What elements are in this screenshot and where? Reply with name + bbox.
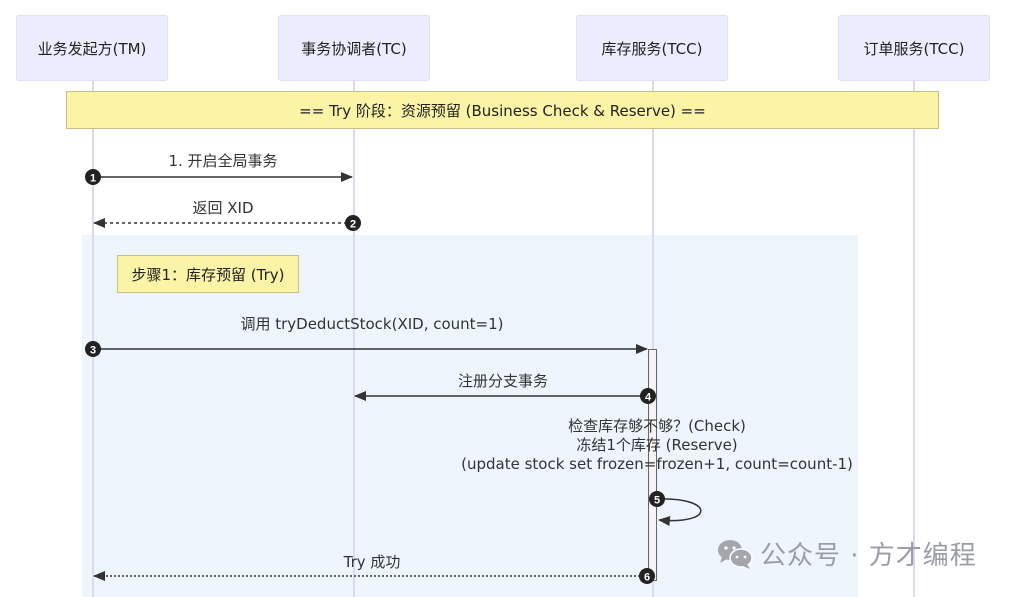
actor-stock[interactable]: 库存服务(TCC) — [576, 15, 728, 81]
svg-text:4: 4 — [645, 392, 652, 404]
actor-order[interactable]: 订单服务(TCC) — [838, 15, 990, 81]
message-label-6: Try 成功 — [343, 553, 401, 571]
actor-label: 库存服务(TCC) — [601, 39, 703, 58]
actor-tc[interactable]: 事务协调者(TC) — [278, 15, 430, 81]
message-label-5-line-1: 检查库存够不够？(Check) — [568, 417, 746, 435]
actor-label: 业务发起方(TM) — [37, 39, 147, 58]
message-label-5-line-2: 冻结1个库存 (Reserve) — [576, 436, 738, 454]
step-note-text: 步骤1：库存预留 (Try) — [131, 265, 285, 284]
message-label-2: 返回 XID — [192, 199, 254, 217]
highlight-rect — [82, 235, 858, 597]
watermark-text: 公众号 · 方才编程 — [760, 541, 977, 571]
phase-note-text: == Try 阶段：资源预留 (Business Check & Reserve… — [299, 101, 706, 120]
message-label-4: 注册分支事务 — [457, 372, 549, 390]
actor-label: 事务协调者(TC) — [301, 39, 407, 58]
lifeline-order — [913, 81, 915, 597]
actor-tm[interactable]: 业务发起方(TM) — [16, 15, 168, 81]
sequence-number-5: 5 — [649, 491, 665, 507]
watermark: 公众号 · 方才编程 — [716, 535, 977, 572]
step-note: 步骤1：库存预留 (Try) — [117, 255, 299, 293]
wechat-icon — [718, 539, 753, 569]
svg-text:3: 3 — [90, 345, 96, 357]
sequence-number-4: 4 — [640, 388, 656, 404]
svg-text:6: 6 — [644, 572, 650, 584]
message-arrow-5 — [656, 498, 702, 526]
actor-label: 订单服务(TCC) — [863, 39, 965, 58]
message-label-1: 1. 开启全局事务 — [168, 152, 278, 170]
message-label-3: 调用 tryDeductStock(XID, count=1) — [240, 315, 504, 333]
sequence-number-2: 2 — [345, 215, 361, 231]
lifeline-stock — [652, 81, 654, 597]
sequence-number-6: 6 — [639, 568, 655, 584]
message-label-5: 检查库存够不够？(Check) 冻结1个库存 (Reserve) (update… — [461, 417, 853, 474]
message-label-5-line-3: (update stock set frozen=frozen+1, count… — [461, 455, 853, 473]
svg-text:1: 1 — [90, 173, 96, 185]
svg-text:2: 2 — [350, 219, 356, 231]
sequence-number-3: 3 — [85, 341, 101, 357]
phase-note: == Try 阶段：资源预留 (Business Check & Reserve… — [66, 91, 939, 129]
sequence-number-1: 1 — [85, 169, 101, 185]
lifeline-tc — [353, 81, 355, 597]
lifeline-tm — [92, 81, 94, 597]
svg-text:5: 5 — [654, 495, 660, 507]
